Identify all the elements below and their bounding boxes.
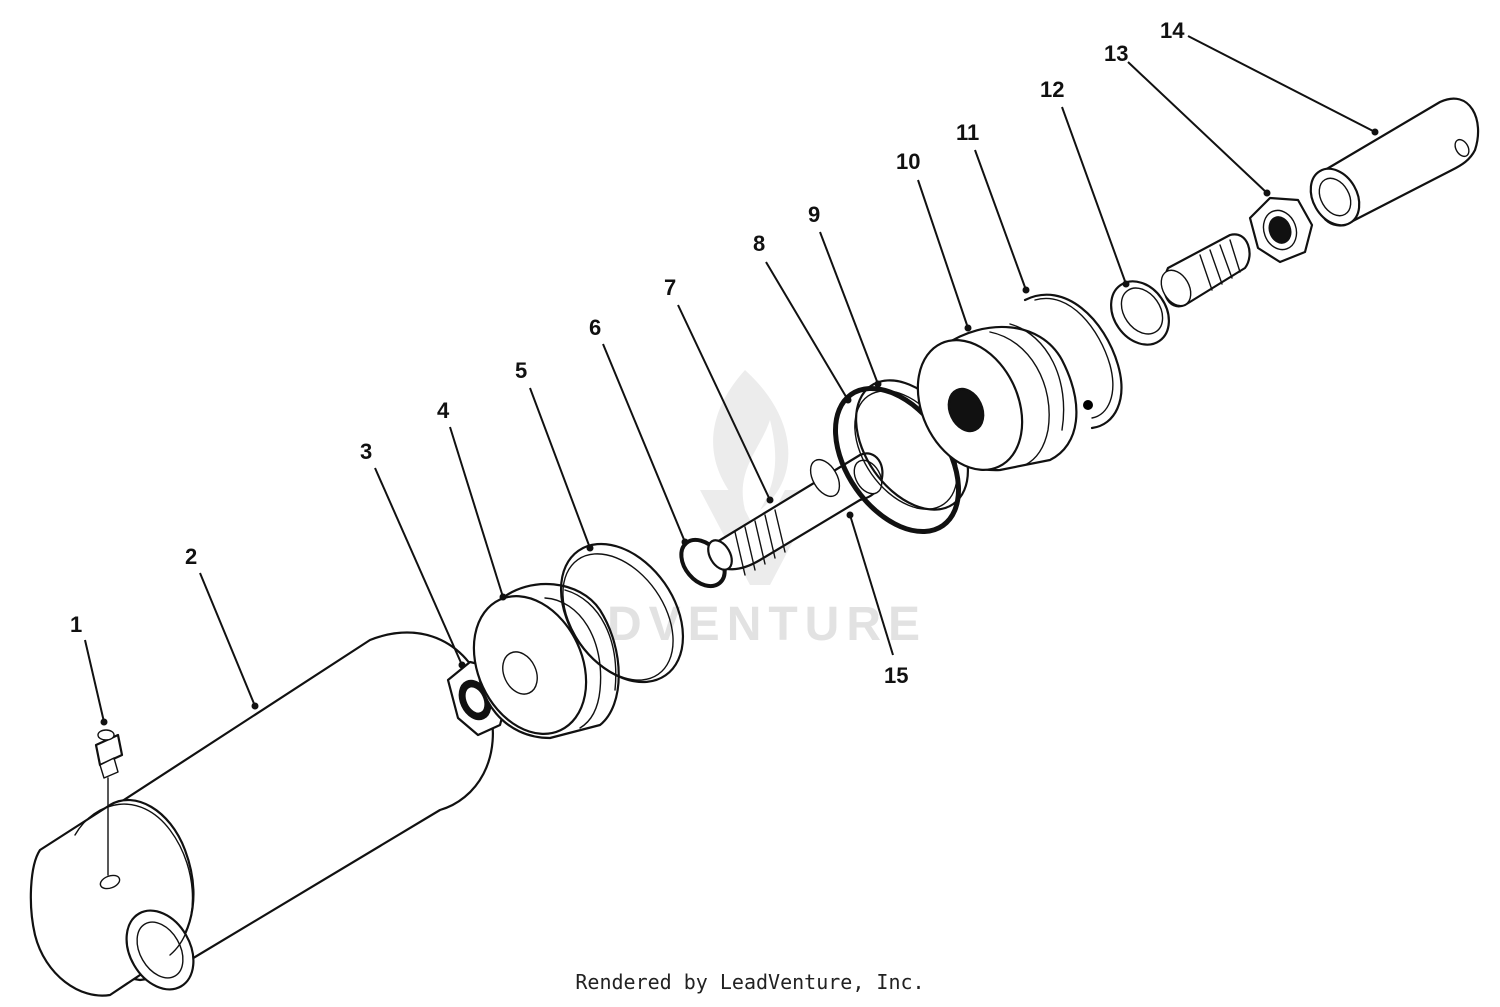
leader-15: [849, 514, 894, 656]
leader-dots: [100, 128, 1379, 726]
part-2-cylinder-body: [29, 631, 494, 997]
callout-7: 7: [664, 275, 676, 300]
callout-11: 11: [956, 120, 979, 145]
part-11-snap-ring: [1023, 293, 1123, 430]
callout-13: 13: [1104, 41, 1128, 66]
leader-13: [1127, 61, 1268, 194]
leader-6: [602, 343, 686, 543]
part-12-bushing: [1110, 280, 1170, 346]
part-7-rod: [707, 452, 884, 576]
callout-5: 5: [515, 358, 527, 383]
callout-12: 12: [1040, 77, 1064, 102]
part-1-grease-fitting: [94, 729, 124, 876]
leader-1: [84, 639, 105, 723]
leader-2: [199, 572, 256, 707]
part-14-tube: [1309, 97, 1480, 227]
leader-10: [917, 179, 969, 329]
callout-labels: 1 2 3 4 5 6 7 8 9 10 11 12 13 14 15: [70, 18, 1185, 688]
leader-11: [974, 149, 1027, 291]
threaded-stud: [1160, 233, 1251, 308]
leader-12: [1061, 106, 1127, 285]
part-5-ring: [559, 542, 685, 684]
callout-15: 15: [884, 663, 908, 688]
part-10-gland: [916, 323, 1078, 472]
callout-8: 8: [753, 231, 765, 256]
leader-3: [374, 467, 463, 666]
callout-3: 3: [360, 439, 372, 464]
credit-line: Rendered by LeadVenture, Inc.: [575, 970, 925, 994]
leader-5: [529, 387, 591, 549]
part-4-piston: [472, 582, 620, 740]
leader-8: [765, 261, 849, 401]
callout-14: 14: [1160, 18, 1185, 43]
callout-4: 4: [437, 398, 450, 423]
callout-10: 10: [896, 149, 920, 174]
leader-9: [819, 231, 879, 385]
part-13-hex-nut: [1248, 196, 1314, 264]
leader-14: [1187, 35, 1376, 133]
leader-4: [449, 426, 504, 598]
callout-2: 2: [185, 544, 197, 569]
leader-lines: [84, 35, 1376, 723]
leader-7: [677, 304, 771, 501]
callout-9: 9: [808, 202, 820, 227]
callout-6: 6: [589, 315, 601, 340]
callout-1: 1: [70, 612, 82, 637]
